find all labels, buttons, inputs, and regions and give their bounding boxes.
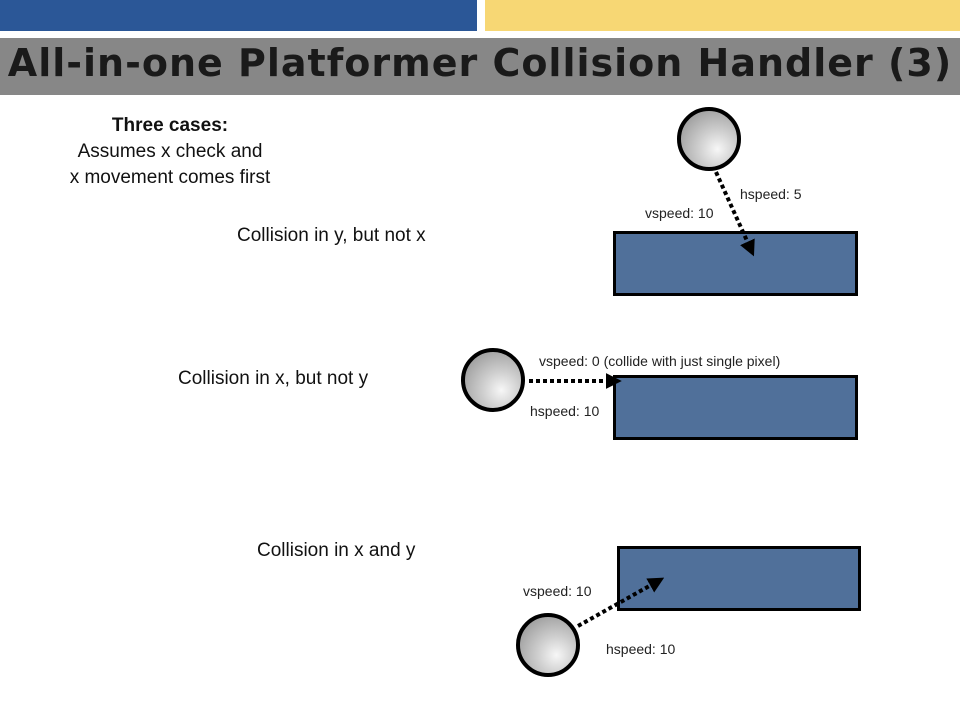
slide-title: All-in-one Platformer Collision Handler … (7, 41, 953, 85)
intro-text: Three cases: Assumes x check and x movem… (20, 113, 320, 191)
case-3-label: Collision in x and y (257, 540, 416, 561)
case-2-hspeed: hspeed: 10 (530, 403, 600, 419)
case-3-ball (516, 613, 580, 677)
intro-line-2: x movement comes first (69, 167, 271, 188)
case-3-vspeed: vspeed: 10 (523, 583, 592, 599)
case-1-label: Collision in y, but not x (237, 225, 426, 246)
case-1-motion-arrow (714, 171, 755, 257)
header-bar-yellow (485, 0, 960, 31)
case-2-label: Collision in x, but not y (178, 368, 369, 389)
case-2-vspeed: vspeed: 0 (collide with just single pixe… (539, 353, 781, 369)
case-3-motion-arrow (577, 577, 665, 628)
header-bar-blue (0, 0, 477, 31)
case-3-hspeed: hspeed: 10 (606, 641, 676, 657)
case-1-block (613, 231, 858, 296)
case-1-hspeed: hspeed: 5 (740, 186, 802, 202)
case-2-block (613, 375, 858, 440)
intro-line-1: Assumes x check and (77, 141, 263, 162)
intro-heading: Three cases: (111, 115, 229, 136)
case-2-ball (461, 348, 525, 412)
case-1-vspeed: vspeed: 10 (645, 205, 714, 221)
title-band (0, 38, 960, 95)
case-1-ball (677, 107, 741, 171)
